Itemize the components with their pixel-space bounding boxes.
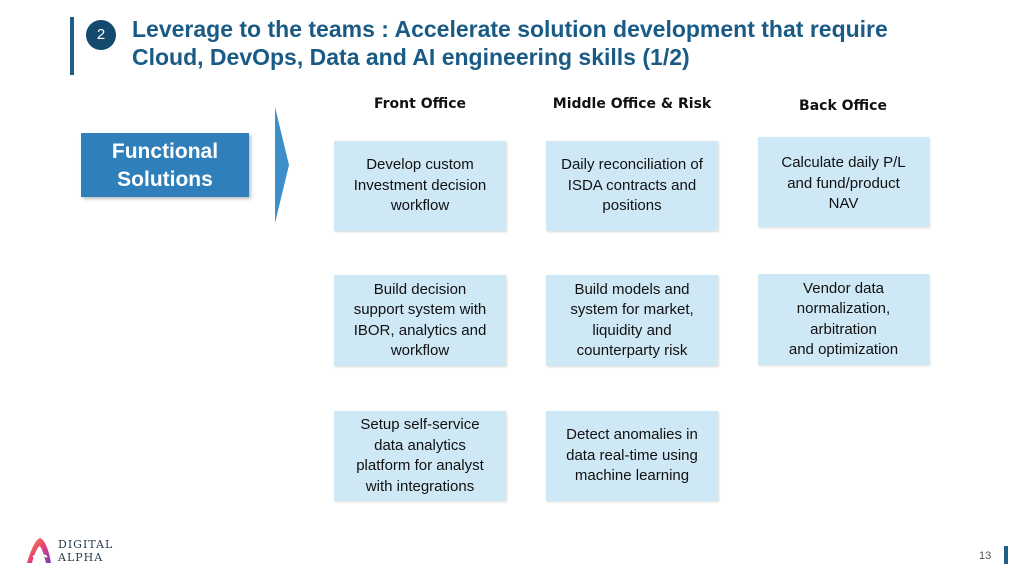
- card-text: Develop custom: [366, 156, 474, 174]
- card-text: Build models and: [574, 280, 690, 298]
- slide-title-line-2: Cloud, DevOps, Data and AI engineering s…: [132, 44, 690, 70]
- row-label-line-2: Solutions: [117, 168, 213, 191]
- column-header-back-office: Back Office: [799, 98, 887, 114]
- card-text: liquidity and: [592, 321, 672, 339]
- card-text: normalization,: [796, 300, 891, 317]
- card-text: and optimization: [788, 341, 899, 358]
- card-text: machine learning: [574, 467, 690, 485]
- card-text: counterparty risk: [576, 342, 688, 359]
- card-text: data analytics: [374, 436, 466, 454]
- card-text: Build decision: [373, 280, 467, 298]
- card-text: IBOR, analytics and: [353, 321, 487, 339]
- card-back-office-1: Calculate daily P/L and fund/product NAV: [758, 137, 929, 227]
- chevron-right-icon: [275, 107, 289, 223]
- card-middle-office-2: Build models and system for market, liqu…: [546, 275, 718, 366]
- card-text: and fund/product: [787, 174, 900, 192]
- card-front-office-3: Setup self-service data analytics platfo…: [334, 411, 506, 501]
- card-text: support system with: [353, 301, 487, 318]
- card-text: Detect anomalies in: [566, 426, 698, 444]
- row-label-line-1: Functional: [111, 140, 219, 163]
- card-text: Setup self-service: [360, 416, 480, 433]
- logo-line-2: ALPHA: [58, 551, 104, 564]
- column-header-front-office: Front Office: [373, 96, 467, 112]
- digital-alpha-logo-text: DIGITAL ALPHA: [58, 538, 113, 564]
- card-text: workflow: [390, 342, 450, 359]
- card-text: NAV: [828, 195, 859, 212]
- card-back-office-2: Vendor data normalization, arbitration a…: [758, 274, 929, 365]
- card-text: Vendor data: [803, 279, 884, 297]
- card-text: platform for analyst: [356, 457, 484, 474]
- card-middle-office-1: Daily reconciliation of ISDA contracts a…: [546, 141, 718, 231]
- logo-line-1: DIGITAL: [58, 538, 114, 551]
- page-number: 13: [979, 550, 992, 562]
- card-text: Investment decision: [353, 176, 487, 194]
- row-label-functional-solutions: Functional Solutions: [81, 133, 249, 197]
- title-accent-bar: [70, 17, 74, 75]
- card-front-office-2: Build decision support system with IBOR,…: [334, 275, 506, 366]
- card-text: workflow: [390, 197, 450, 215]
- card-text: with integrations: [365, 477, 475, 495]
- card-text: ISDA contracts and: [567, 176, 697, 194]
- card-text: Daily reconciliation of: [561, 156, 703, 174]
- card-text: data real-time using: [566, 446, 698, 464]
- step-number-badge: 2: [86, 20, 116, 50]
- page-number-bar: [1004, 546, 1008, 564]
- card-text: arbitration: [810, 320, 877, 338]
- slide-title-line-1: Leverage to the teams : Accelerate solut…: [132, 16, 888, 42]
- slide-title: Leverage to the teams : Accelerate solut…: [132, 15, 992, 71]
- card-text: Calculate daily P/L: [781, 154, 906, 171]
- column-header-middle-office: Middle Office & Risk: [552, 96, 712, 112]
- card-text: positions: [602, 197, 662, 215]
- card-middle-office-3: Detect anomalies in data real-time using…: [546, 411, 718, 501]
- card-front-office-1: Develop custom Investment decision workf…: [334, 141, 506, 231]
- digital-alpha-logo-icon: [27, 538, 51, 563]
- card-text: system for market,: [570, 301, 694, 318]
